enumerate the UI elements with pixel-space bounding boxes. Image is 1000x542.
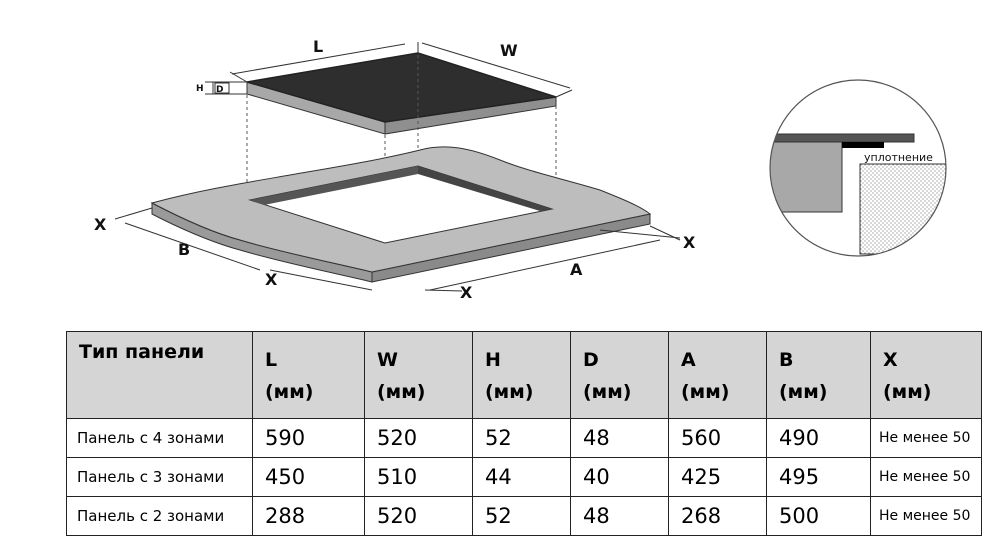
countertop-dimension-lines	[114, 207, 681, 292]
cell-W: 520	[364, 418, 473, 458]
cell-L: 450	[252, 457, 365, 497]
cutout-inner-wall-back	[250, 166, 418, 205]
dimensions-table: Тип панели L (мм) W (мм) H (мм) D (мм) A (мм)…	[66, 331, 982, 536]
header-D-unit: (мм)	[583, 381, 632, 403]
header-X-unit: (мм)	[883, 381, 932, 403]
row-panel-name: Панель с 4 зонами	[66, 418, 253, 458]
header-L-name: L	[265, 349, 278, 371]
cell-W: 510	[364, 457, 473, 497]
header-L-unit: (мм)	[265, 381, 314, 403]
header-L: L (мм)	[252, 331, 365, 419]
hob-illustration	[246, 52, 557, 135]
label-D: D	[216, 85, 223, 95]
table-row: Панель с 4 зонами 590 520 52 48 560 490 …	[66, 418, 982, 458]
cell-X: Не менее 50	[870, 418, 982, 458]
label-A: A	[570, 260, 583, 279]
cell-A: 425	[668, 457, 767, 497]
header-panel-type: Тип панели	[66, 331, 253, 419]
header-X-name: X	[883, 349, 898, 371]
header-W-unit: (мм)	[377, 381, 426, 403]
seal-label: уплотнение	[864, 151, 933, 164]
cell-H: 52	[472, 496, 571, 536]
cell-D: 48	[570, 418, 669, 458]
cell-L: 590	[252, 418, 365, 458]
detail-hob-glass	[770, 133, 915, 143]
table-row: Панель с 3 зонами 450 510 44 40 425 495 …	[66, 457, 982, 497]
header-W-name: W	[377, 349, 398, 371]
label-X-left: X	[94, 215, 107, 234]
cell-H: 52	[472, 418, 571, 458]
cell-B: 500	[766, 496, 871, 536]
table-row: Панель с 2 зонами 288 520 52 48 268 500 …	[66, 496, 982, 536]
cell-H: 44	[472, 457, 571, 497]
detail-seal	[842, 142, 884, 148]
header-B-unit: (мм)	[779, 381, 828, 403]
installation-diagram: L W H D X B X X A X	[94, 37, 947, 302]
cell-X: Не менее 50	[870, 457, 982, 497]
cell-L: 288	[252, 496, 365, 536]
header-D: D (мм)	[570, 331, 669, 419]
header-A-unit: (мм)	[681, 381, 730, 403]
cell-X: Не менее 50	[870, 496, 982, 536]
header-H: H (мм)	[472, 331, 571, 419]
cell-A: 560	[668, 418, 767, 458]
cell-D: 48	[570, 496, 669, 536]
cell-D: 40	[570, 457, 669, 497]
label-W: W	[500, 41, 518, 60]
header-A: A (мм)	[668, 331, 767, 419]
cell-B: 490	[766, 418, 871, 458]
label-L: L	[313, 37, 323, 56]
cell-A: 268	[668, 496, 767, 536]
row-panel-name: Панель с 2 зонами	[66, 496, 253, 536]
detail-countertop	[770, 141, 843, 213]
row-panel-name: Панель с 3 зонами	[66, 457, 253, 497]
cell-W: 520	[364, 496, 473, 536]
label-X-right: X	[683, 233, 696, 252]
label-B: B	[178, 240, 190, 259]
header-B-name: B	[779, 349, 794, 371]
header-D-name: D	[583, 349, 599, 371]
label-H: H	[196, 84, 204, 94]
header-B: B (мм)	[766, 331, 871, 419]
header-X: X (мм)	[870, 331, 982, 419]
cutout-inner-wall-right	[418, 166, 552, 211]
seal-detail-view: уплотнение	[769, 79, 947, 257]
header-W: W (мм)	[364, 331, 473, 419]
header-H-name: H	[485, 349, 501, 371]
label-X-front: X	[265, 270, 278, 289]
label-X-bottom: X	[460, 283, 473, 302]
countertop-illustration	[150, 146, 652, 283]
cell-B: 495	[766, 457, 871, 497]
header-H-unit: (мм)	[485, 381, 534, 403]
table-header-row: Тип панели L (мм) W (мм) H (мм) D (мм) A (мм)…	[66, 331, 982, 419]
header-A-name: A	[681, 349, 696, 371]
hob-dimension-lines	[205, 42, 573, 98]
